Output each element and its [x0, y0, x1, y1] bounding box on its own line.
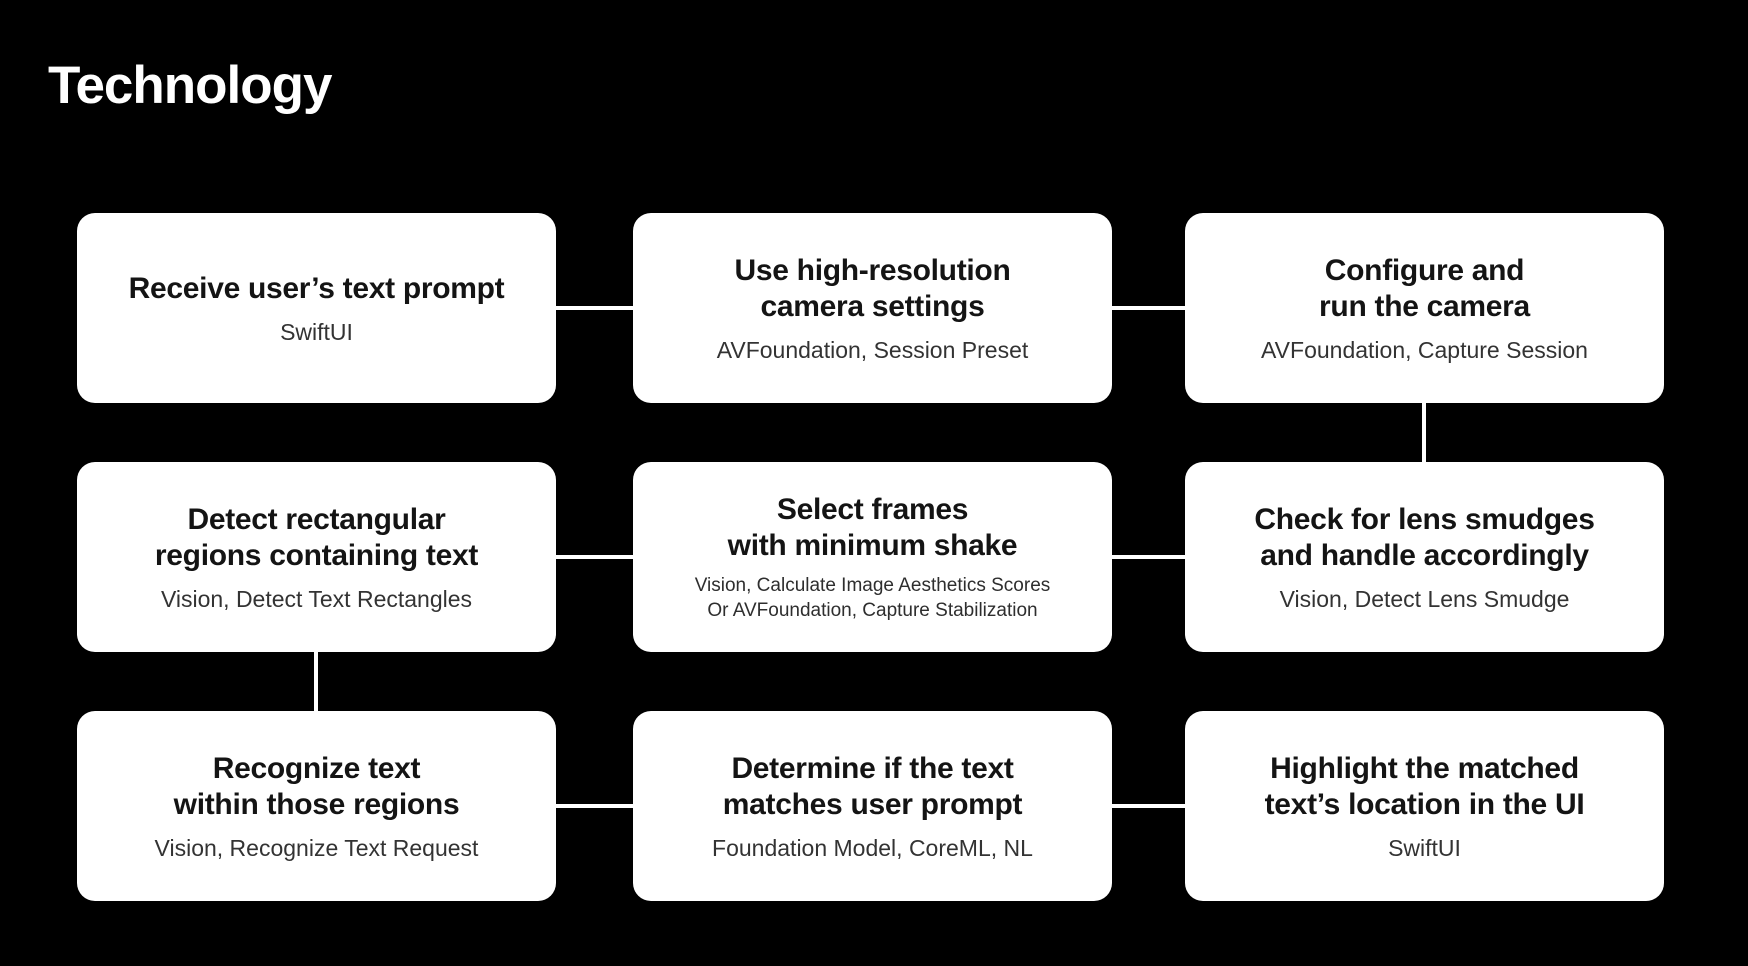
node-subtitle: AVFoundation, Capture Session [1261, 336, 1588, 363]
node-title: Recognize text within those regions [173, 751, 460, 821]
node-subtitle: AVFoundation, Session Preset [716, 336, 1029, 363]
node-title: Select frames with minimum shake [727, 492, 1018, 562]
node-subtitle: SwiftUI [1388, 834, 1461, 861]
node-title: Receive user’s text prompt [128, 271, 505, 305]
page-title: Technology [48, 56, 332, 115]
connector-row2-left [550, 555, 640, 559]
node-subtitle: Vision, Detect Text Rectangles [160, 585, 473, 612]
node-title: Use high-resolution camera settings [734, 253, 1011, 323]
connector-row1-left [550, 306, 640, 310]
flow-node-recognize-text: Recognize text within those regions Visi… [77, 711, 556, 901]
flow-node-highlight-location: Highlight the matched text’s location in… [1185, 711, 1664, 901]
node-subtitle: Foundation Model, CoreML, NL [712, 834, 1033, 861]
node-subtitle: Vision, Calculate Image Aesthetics Score… [694, 574, 1051, 621]
flow-node-check-smudges: Check for lens smudges and handle accord… [1185, 462, 1664, 652]
connector-row2-right [1106, 555, 1192, 559]
flow-node-configure-camera: Configure and run the camera AVFoundatio… [1185, 213, 1664, 403]
node-title: Highlight the matched text’s location in… [1264, 751, 1585, 821]
node-subtitle: Vision, Recognize Text Request [154, 834, 479, 861]
node-title: Configure and run the camera [1319, 253, 1530, 323]
connector-row3-right [1106, 804, 1192, 808]
flow-node-camera-settings: Use high-resolution camera settings AVFo… [633, 213, 1112, 403]
connector-col1-down [314, 649, 318, 715]
connector-col3-down [1422, 400, 1426, 466]
connector-row1-right [1106, 306, 1192, 310]
node-title: Determine if the text matches user promp… [722, 751, 1023, 821]
node-subtitle: SwiftUI [280, 318, 353, 345]
flow-node-receive-prompt: Receive user’s text prompt SwiftUI [77, 213, 556, 403]
node-subtitle: Vision, Detect Lens Smudge [1279, 585, 1570, 612]
flow-node-detect-regions: Detect rectangular regions containing te… [77, 462, 556, 652]
node-title: Detect rectangular regions containing te… [154, 502, 479, 572]
connector-row3-left [550, 804, 640, 808]
flow-node-select-frames: Select frames with minimum shake Vision,… [633, 462, 1112, 652]
node-title: Check for lens smudges and handle accord… [1254, 502, 1595, 572]
flow-node-match-prompt: Determine if the text matches user promp… [633, 711, 1112, 901]
